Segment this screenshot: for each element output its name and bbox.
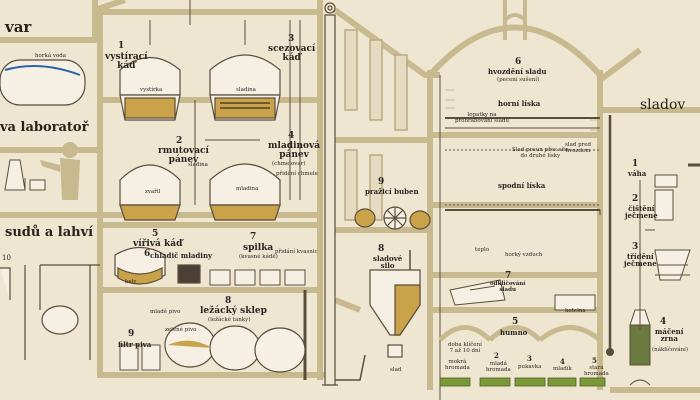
slad-label: slad: [390, 367, 402, 373]
step-5-number: 5: [152, 229, 159, 239]
step-9-number-filter: 9: [128, 329, 135, 339]
teplo-label: teplo: [475, 247, 490, 253]
rmutovaci-panev-label: rmutovací pánev: [158, 146, 209, 166]
mladik-label: mladík: [553, 366, 572, 372]
step-8-number-silo: 8: [378, 244, 385, 254]
hvozdeni-sub: (pecení sušení): [497, 77, 540, 83]
step-4-number: 4: [288, 131, 295, 141]
horky-vzduch-label: horký vzduch: [505, 252, 543, 258]
horka-voda-label: horká voda: [35, 53, 67, 59]
odklicovani-label: odkličování sladu: [490, 281, 526, 293]
trideni-jecmene-label: třídění ječmene: [624, 252, 657, 269]
macteni-zrna-label: máčení zrna: [655, 327, 684, 344]
mokra-hromada-label: mokrá hromada: [445, 359, 470, 371]
mladinova-panev-sub: (chmelovar): [272, 161, 306, 167]
vystirka-label: vystírka: [140, 87, 163, 93]
slad-pred-label: slad pred hvozdem: [565, 142, 592, 154]
pukavka-label: pukavka: [518, 364, 542, 370]
viriva-kad-label: vířivá káď: [133, 239, 183, 249]
chladic-mladiny-label: chladič mladiny: [150, 251, 213, 260]
zelene-pivo-label: zelené pivo: [165, 327, 197, 333]
step-2-number: 2: [176, 136, 183, 146]
step-10-number: 10: [2, 254, 11, 262]
step-2-number-right: 2: [632, 194, 639, 204]
step-8-number-cellar: 8: [225, 296, 232, 306]
heading-bottling: sudů a lahví: [5, 225, 94, 240]
stara-hromada-label: stará hromada: [584, 365, 609, 377]
pridani-chmele-label: přidání chmele: [276, 171, 318, 177]
scezovaci-kad-label: scezovací káď: [268, 44, 316, 64]
step-4-number-right: 4: [660, 317, 667, 327]
heading-left-top: var: [5, 18, 32, 36]
step-4-number-floor: 4: [560, 357, 565, 366]
step-1-number-right: 1: [632, 159, 639, 169]
spilka-sub: (kvasné kádě): [239, 254, 278, 260]
spodni-liska-label: spodní líska: [498, 181, 546, 190]
prazici-buben-label: pražicí buben: [365, 187, 419, 196]
sladove-silo-label: sladové silo: [373, 254, 403, 271]
horni-liska-label: horní líska: [498, 99, 541, 108]
vaha-label: váha: [628, 169, 647, 178]
step-3-number-right: 3: [632, 242, 639, 252]
humno-label: humno: [500, 328, 528, 337]
step-6-number-kiln: 6: [515, 57, 522, 67]
mlada-hromada-label: mladá hromada: [486, 361, 511, 373]
step-1-number: 1: [118, 41, 125, 51]
zvaril-label: zvařil: [145, 189, 161, 195]
cisteni-jecmene-label: čištění ječmene: [625, 204, 658, 221]
step-3-number-floor: 3: [527, 354, 532, 363]
mladinova-panev-label: mladinová pánev: [268, 141, 321, 161]
lopatky-label: lopatky na prohrabování sladu: [455, 112, 510, 124]
heading-lab: va laboratoř: [0, 120, 89, 135]
step-6-number-cool: 6: [144, 249, 151, 259]
slad-posun-label: Slad posun přes síto do druhé lísky: [512, 147, 569, 159]
filtr-piva-label: filtr piva: [118, 340, 152, 349]
step-5-number-floor2: 5: [592, 356, 597, 365]
step-9-number-roast: 9: [378, 177, 385, 187]
step-2-number-floor: 2: [494, 351, 499, 360]
spilka-label: spilka: [243, 243, 274, 253]
doba-klic-label: doba klíčení 7 až 10 dní: [448, 342, 482, 354]
sladina-tank-label: sladina: [236, 87, 256, 93]
kotelna-label: kotelna: [565, 308, 586, 314]
sladina-pipe-label: sladina: [188, 162, 208, 168]
mlade-pivo-label: mladé pivo: [150, 309, 181, 315]
step-7-number-sep: 7: [505, 271, 512, 281]
kaly-label: kaly: [125, 279, 137, 285]
mladina-tank-label: mladina: [236, 186, 259, 192]
lezacky-sub: (ležácké tanky): [208, 317, 251, 323]
pridani-kvasnic-label: přidání kvasnic: [275, 249, 318, 255]
macteni-sub: (náklíčování): [652, 347, 689, 353]
lezacky-sklep-label: ležácký sklep: [200, 306, 267, 316]
step-5-number-floor: 5: [512, 317, 519, 327]
heading-malthouse: sladov: [640, 97, 686, 113]
step-7-number-spilka: 7: [250, 232, 257, 242]
vystiraci-kad-label: vystírací káď: [105, 52, 148, 72]
hvozdeni-sladu-label: hvozdění sladu: [488, 67, 547, 76]
step-3-number: 3: [288, 34, 295, 44]
